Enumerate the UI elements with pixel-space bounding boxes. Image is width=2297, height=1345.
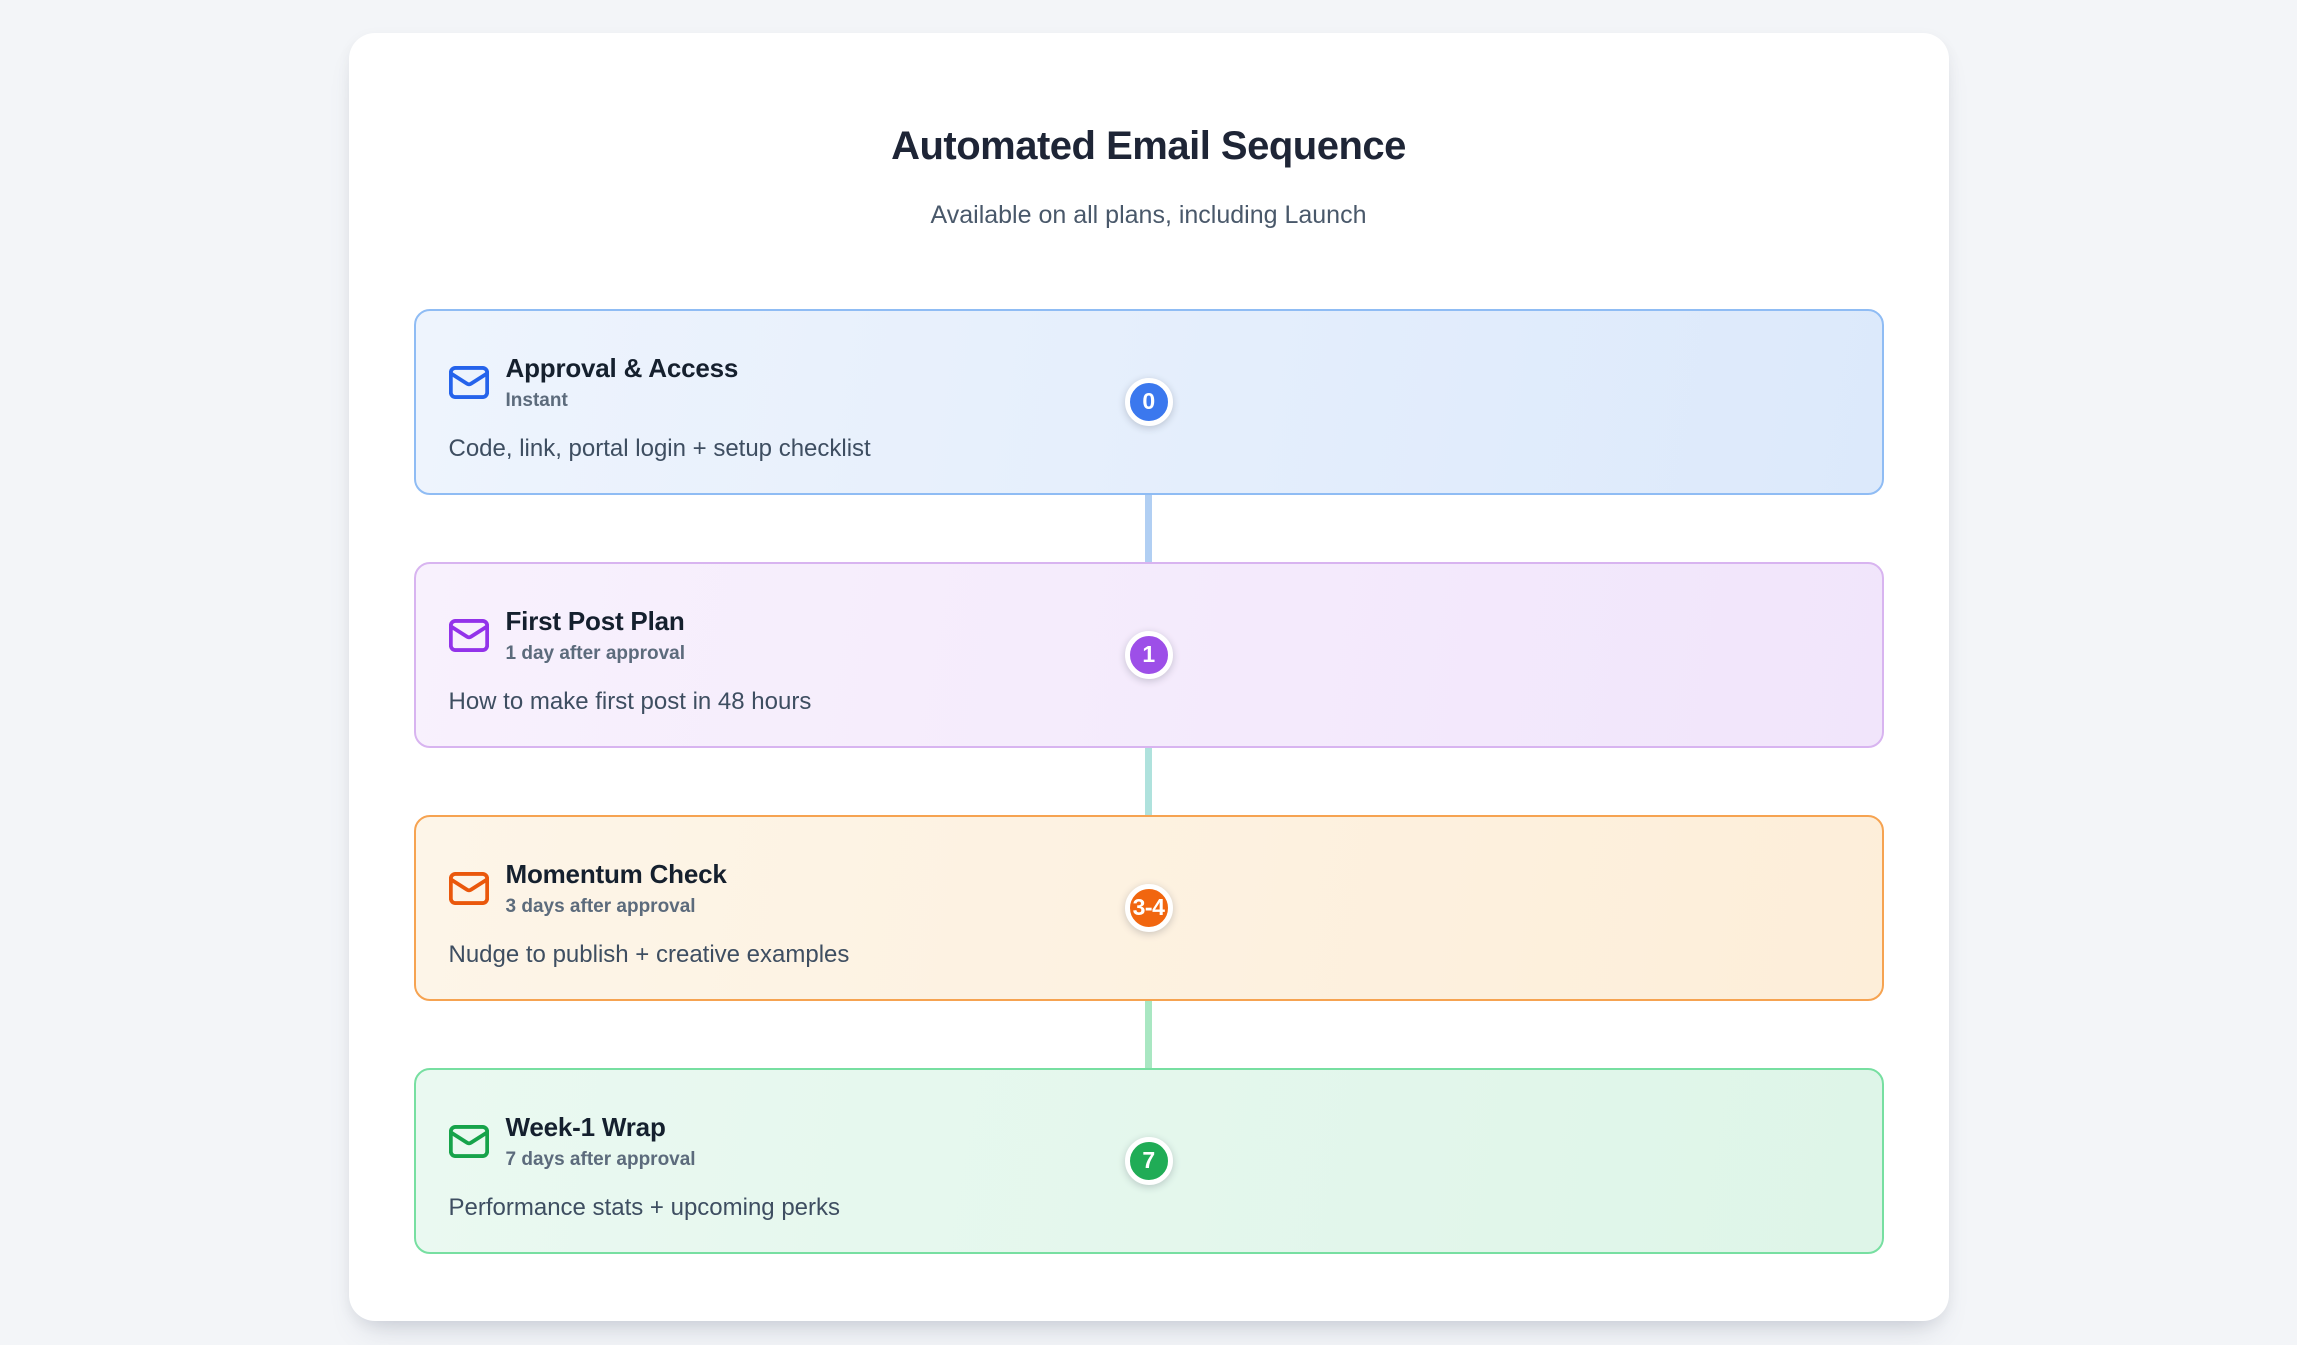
mail-icon [448, 619, 489, 653]
card-header: Approval & Access Instant [448, 353, 1842, 413]
card-timing: 3 days after approval [505, 895, 696, 917]
email-step-card-week-1-wrap: Week-1 Wrap 7 days after approval Perfor… [413, 1067, 1884, 1254]
mail-icon [448, 366, 489, 400]
card-timing: 1 day after approval [505, 642, 686, 664]
connector-line [1145, 492, 1152, 564]
mail-icon [448, 872, 489, 906]
card-description: Code, link, portal login + setup checkli… [448, 434, 871, 462]
day-badge: 1 [1124, 630, 1173, 679]
card-title: Momentum Check [505, 858, 727, 889]
email-step-card-first-post-plan: First Post Plan 1 day after approval How… [413, 561, 1884, 748]
connector-line [1145, 745, 1152, 817]
email-sequence-panel: Automated Email Sequence Available on al… [348, 33, 1949, 1321]
card-header: Week-1 Wrap 7 days after approval [448, 1112, 1842, 1172]
card-titles: Momentum Check 3 days after approval [506, 859, 727, 919]
card-titles: Approval & Access Instant [506, 353, 739, 413]
card-description: Nudge to publish + creative examples [448, 940, 850, 968]
mail-icon [448, 1125, 489, 1159]
day-badge: 3-4 [1124, 883, 1173, 932]
sequence: Approval & Access Instant Code, link, po… [413, 308, 1884, 1254]
card-header: First Post Plan 1 day after approval [448, 606, 1842, 666]
card-timing: Instant [505, 389, 568, 411]
card-titles: First Post Plan 1 day after approval [506, 606, 686, 666]
email-step-card-momentum-check: Momentum Check 3 days after approval Nud… [413, 814, 1884, 1001]
day-badge: 7 [1124, 1136, 1173, 1185]
day-badge: 0 [1124, 377, 1173, 426]
connector-line [1145, 998, 1152, 1070]
page-title: Automated Email Sequence [891, 123, 1406, 168]
card-titles: Week-1 Wrap 7 days after approval [506, 1112, 696, 1172]
card-description: Performance stats + upcoming perks [448, 1193, 841, 1221]
card-timing: 7 days after approval [505, 1148, 696, 1170]
card-title: Approval & Access [505, 352, 739, 383]
email-step-card-approval-access: Approval & Access Instant Code, link, po… [413, 308, 1884, 495]
card-header: Momentum Check 3 days after approval [448, 859, 1842, 919]
card-description: How to make first post in 48 hours [448, 687, 812, 715]
card-title: Week-1 Wrap [505, 1111, 666, 1142]
card-title: First Post Plan [505, 605, 685, 636]
page-subtitle: Available on all plans, including Launch [930, 200, 1367, 229]
